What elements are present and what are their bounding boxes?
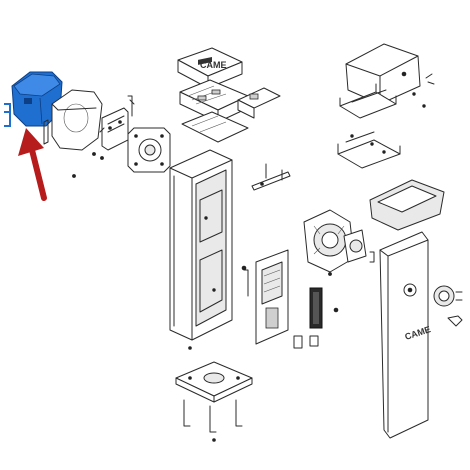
- cover-screws: [412, 73, 435, 108]
- receiver-card: [237, 87, 281, 119]
- bracket-screws: [350, 134, 386, 154]
- control-box-lid: CAME: [177, 47, 243, 89]
- cover-tray: [369, 179, 445, 231]
- upper-bracket: [339, 83, 397, 119]
- anchor-bolts: [183, 399, 243, 433]
- blue-clip[interactable]: [4, 103, 11, 127]
- small-clip: [43, 119, 49, 145]
- black-module: [309, 287, 323, 329]
- base-screws: [188, 346, 216, 442]
- lock-key: [447, 315, 463, 327]
- housing-panel: CAME: [379, 231, 432, 439]
- highlighted-end-cap[interactable]: [11, 71, 63, 127]
- gearmotor: [303, 209, 375, 273]
- end-cap-cover: [51, 89, 103, 151]
- control-board-base: [181, 111, 249, 143]
- cable-bar: [251, 163, 291, 191]
- control-box-label: CAME: [200, 60, 227, 70]
- small-screws: [72, 127, 105, 178]
- base-plate: [175, 361, 253, 403]
- power-connector: [293, 335, 319, 349]
- small-parts: [328, 272, 339, 313]
- electrical-panel: [241, 249, 289, 345]
- lock-cylinder: [433, 285, 463, 307]
- lower-bracket: [337, 131, 401, 169]
- indicator-arrow: [18, 128, 47, 201]
- gear-plate: [127, 127, 171, 173]
- main-cabinet: [169, 149, 233, 341]
- top-cover: [345, 43, 421, 105]
